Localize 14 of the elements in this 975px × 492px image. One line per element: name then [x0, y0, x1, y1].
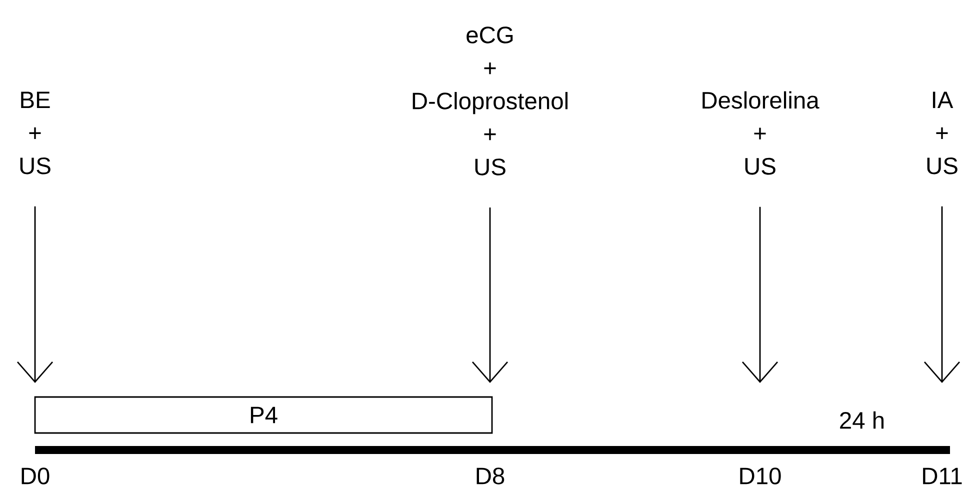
- day-label: D10: [740, 468, 781, 484]
- arrow: [742, 206, 778, 383]
- day-label: D8: [476, 468, 504, 484]
- treatment-bar: P4: [34, 396, 493, 434]
- day-label: D11: [923, 468, 962, 484]
- arrow: [472, 208, 508, 383]
- arrow: [924, 206, 960, 383]
- day-label: D0: [22, 468, 50, 484]
- event-label: IA + US: [927, 92, 958, 174]
- duration-label: 24 h: [840, 411, 884, 429]
- event-label: BE + US: [20, 92, 50, 174]
- event-label: Deslorelina + US: [702, 91, 820, 175]
- arrow: [16, 206, 54, 383]
- event-label: eCG + D-Cloprostenol + US: [412, 26, 568, 176]
